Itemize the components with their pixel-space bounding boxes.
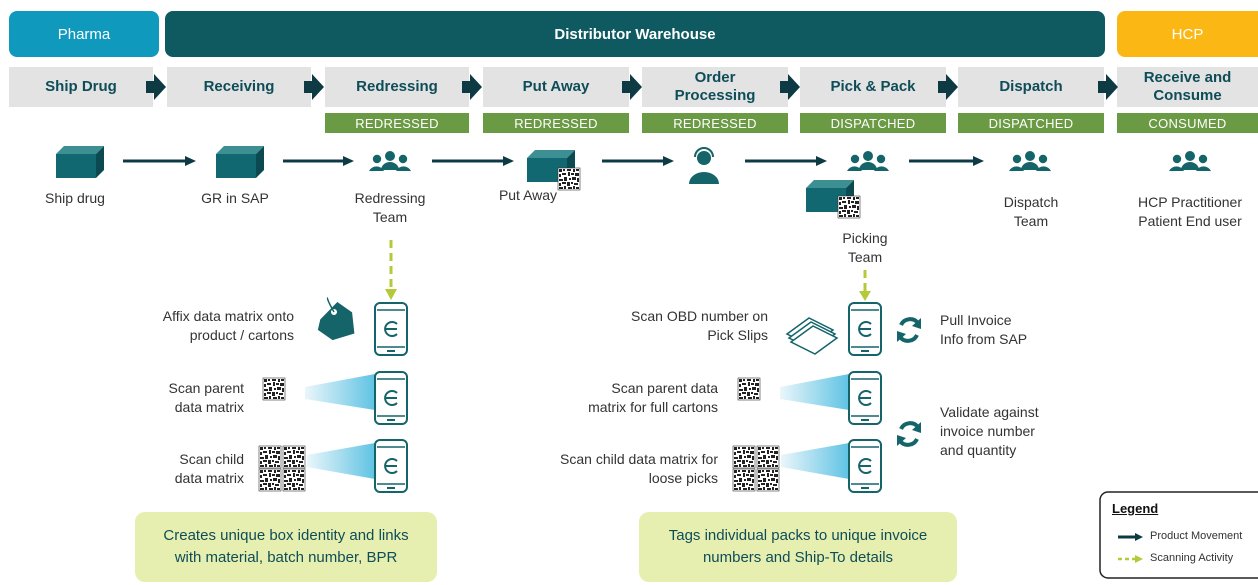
status-consume: CONSUMED (1117, 113, 1258, 133)
redressing-parent-qr-icon (262, 377, 286, 401)
label-picking-team: Picking Team (842, 230, 888, 265)
picking-parent-qr-icon (737, 377, 761, 401)
picking-child-qr-2-icon (756, 445, 780, 469)
validate-cycle-icon (895, 420, 923, 448)
redressing-note-text: Creates unique box identity and links wi… (163, 527, 409, 566)
tag-icon (317, 297, 355, 341)
status-order-processing: REDRESSED (642, 113, 788, 133)
label-scan-child: Scan child data matrix (174, 451, 244, 486)
picking-note-text: Tags individual packs to unique invoice … (668, 527, 928, 566)
order-processing-agent-icon (689, 147, 719, 184)
stage-arrow-4 (622, 74, 642, 100)
status-put-away: REDRESSED (483, 113, 629, 133)
stage-ship-drug: Ship Drug (9, 67, 153, 107)
stage-arrow-3 (462, 74, 482, 100)
label-put-away: Put Away (498, 187, 558, 203)
stage-dispatch: Dispatch (958, 67, 1104, 107)
label-redressing-team: Redressing Team (354, 190, 426, 225)
status-redressing: REDRESSED (325, 113, 469, 133)
stage-receiving: Receiving (167, 67, 311, 107)
hcp-people-icon (1169, 151, 1211, 171)
label-scan-parent: Scan parent data matrix (168, 380, 245, 415)
legend-box (1099, 491, 1258, 579)
redressing-team-icon (369, 151, 411, 171)
picking-team-icon (847, 151, 889, 171)
hcp-band: HCP (1117, 11, 1258, 57)
label-ship-drug: Ship drug (45, 190, 105, 206)
picking-child-qr-3-icon (732, 468, 756, 492)
pharma-band: Pharma (9, 11, 159, 57)
label-picking-scan-child: Scan child data matrix for loose picks (560, 451, 718, 486)
pull-invoice-cycle-icon (895, 316, 923, 344)
label-gr-sap: GR in SAP (201, 190, 269, 206)
stage-arrows (146, 74, 1118, 100)
redressing-phone-3-icon (374, 439, 408, 493)
child-qr-3-icon (258, 468, 282, 492)
child-qr-2-icon (282, 445, 306, 469)
stage-arrow-5 (780, 74, 800, 100)
label-picking-scan-parent: Scan parent data matrix for full cartons (588, 380, 718, 415)
stage-arrow-2 (304, 74, 324, 100)
picking-phone-3-icon (848, 439, 882, 493)
legend-scanning-activity: Scanning Activity (1150, 552, 1234, 564)
label-affix: Affix data matrix onto product / cartons (162, 308, 294, 343)
stage-arrow-6 (938, 74, 958, 100)
label-dispatch-team: Dispatch Team (1003, 194, 1059, 229)
redressing-phone-1-icon (374, 302, 408, 356)
legend-product-movement: Product Movement (1150, 530, 1243, 542)
label-scan-obd: Scan OBD number on Pick Slips (631, 308, 768, 343)
picking-child-qr-4-icon (756, 468, 780, 492)
gr-box-icon (216, 146, 264, 178)
child-qr-4-icon (282, 468, 306, 492)
picking-note: Tags individual packs to unique invoice … (639, 512, 957, 582)
stage-arrow-7 (1098, 74, 1118, 100)
status-dispatch: DISPATCHED (958, 113, 1104, 133)
pick-slips-icon (785, 317, 839, 355)
ship-drug-box-icon (56, 146, 104, 178)
distributor-band-label: Distributor Warehouse (554, 25, 716, 43)
stage-arrow-1 (146, 74, 166, 100)
stage-pick-pack: Pick & Pack (800, 67, 946, 107)
stage-put-away: Put Away (483, 67, 629, 107)
label-validate: Validate against invoice number and quan… (940, 404, 1039, 458)
redressing-note: Creates unique box identity and links wi… (135, 512, 437, 582)
picking-phone-2-icon (848, 371, 882, 425)
pharma-band-label: Pharma (57, 25, 111, 43)
legend-title: Legend (1112, 501, 1159, 516)
label-hcp: HCP Practitioner Patient End user (1137, 194, 1242, 229)
label-pull-invoice: Pull Invoice Info from SAP (940, 312, 1028, 347)
picking-child-qr-1-icon (732, 445, 756, 469)
redressing-phone-2-icon (374, 371, 408, 425)
distributor-band: Distributor Warehouse (165, 11, 1105, 57)
picking-phone-1-icon (848, 302, 882, 356)
stage-order-processing: Order Processing (642, 67, 788, 107)
child-qr-1-icon (258, 445, 282, 469)
stage-redressing: Redressing (325, 67, 469, 107)
dispatch-team-icon (1009, 151, 1051, 171)
status-pick-pack: DISPATCHED (800, 113, 946, 133)
picking-qr-icon (837, 195, 861, 219)
stage-receive-consume: Receive and Consume (1117, 67, 1258, 107)
hcp-band-label: HCP (1171, 25, 1204, 43)
